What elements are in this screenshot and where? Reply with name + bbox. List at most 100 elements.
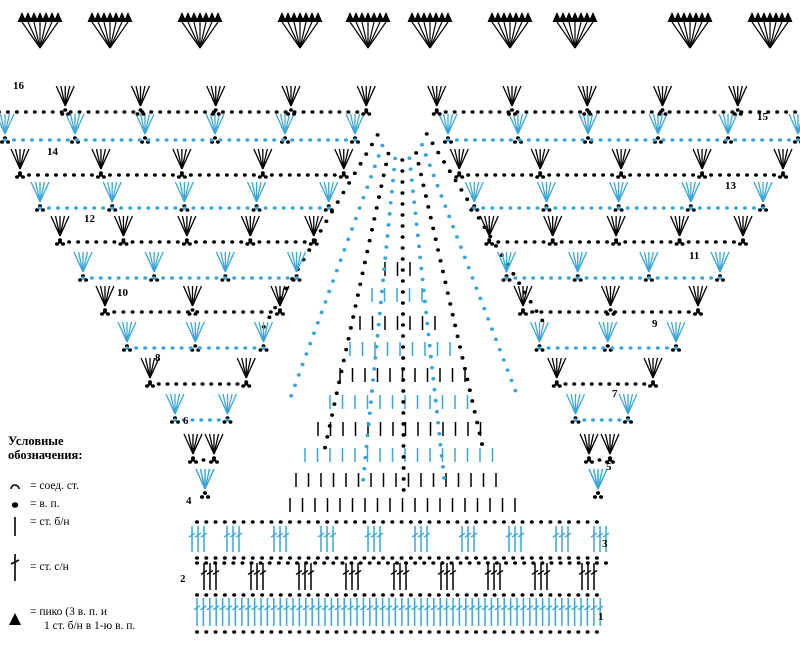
stitch-cluster [469,181,475,203]
double-crochet-bar [392,605,399,611]
chain-stitch [258,348,263,352]
chain-stitch [314,173,319,177]
stitch-cluster [447,113,458,135]
chain-stitch [560,110,565,114]
chain-stitch [294,561,299,565]
chain-stitch [143,173,148,177]
stitch-cluster [126,321,137,343]
chain-stitch [294,276,299,280]
chain-stitch [784,175,788,179]
chain-stitch [400,290,405,294]
chain-stitch [534,309,539,313]
chain-stitch [623,240,628,244]
double-crochet-bar [596,532,604,538]
double-crochet-bar [334,605,342,611]
chain-stitch [61,242,65,246]
chain-stitch [501,358,506,362]
chain-stitch [563,382,568,386]
chain-stitch [654,384,658,388]
double-crochet-bar [484,569,492,576]
chain-stitch [376,154,381,158]
chain-stitch [394,561,399,565]
stitch-cluster [135,85,142,107]
double-crochet-bar [475,605,482,611]
stitch-cluster [543,215,554,237]
chain-stitch [748,110,753,114]
chain-stitch [176,310,181,314]
chain-stitch [679,138,684,142]
chain-stitch [353,556,358,560]
stitch-cluster [511,85,518,107]
chain-stitch [179,208,184,212]
stitch-cluster [675,321,682,343]
chain-stitch [793,140,797,144]
chain-stitch [367,238,372,243]
stitch-cluster [609,433,616,455]
stitch-cluster [30,181,41,203]
stitch-cluster [577,251,583,273]
chain-stitch [532,240,537,244]
stitch-cluster [183,181,190,203]
picot [691,12,701,22]
stitch-cluster [719,251,730,273]
stitch-cluster [652,85,664,107]
stitch-cluster [195,468,206,490]
chain-stitch [611,460,615,464]
stitch-cluster [194,321,205,343]
chain-stitch [221,240,226,244]
stitch-cluster [153,251,160,273]
chain-stitch [173,206,178,210]
chain-stitch [655,276,660,280]
chain-stitch [531,561,536,565]
stitch-cluster [100,148,111,170]
chain-stitch [322,561,327,565]
chain-stitch [41,110,46,114]
chain-stitch [290,206,295,210]
chain-stitch [481,138,486,142]
fan-stitch [574,21,594,49]
chain-stitch [324,219,329,224]
chain-stitch [323,173,328,177]
picot [431,12,441,22]
chain-stitch [315,630,320,634]
slip-stitch-icon [8,480,30,494]
chain-stitch [218,206,223,210]
chain-icon [8,498,30,512]
double-crochet-bar [531,569,539,576]
chain-stitch [281,312,285,316]
chain-stitch [196,276,201,280]
chain-stitch [559,240,564,244]
chain-stitch [0,140,4,144]
chain-stitch [386,223,391,227]
chain-stitch [390,178,395,183]
chain-stitch [329,208,334,212]
stitch-cluster [174,393,185,415]
chain-stitch [629,276,634,280]
stitch-cluster [286,251,298,273]
stitch-cluster [464,181,475,203]
chain-stitch [744,242,748,246]
chain-stitch [493,173,498,177]
double-crochet-bar [577,605,585,611]
chain-stitch [529,173,534,177]
chain-stitch [250,593,255,597]
double-crochet-bar [229,532,237,538]
chain-stitch [476,216,481,220]
stitch-cluster [328,181,339,203]
stitch-cluster [214,113,225,135]
stitch-cluster [213,433,220,455]
chain-stitch [225,346,230,350]
stitch-cluster [602,321,609,343]
chain-stitch [362,260,367,265]
chain-stitch [499,138,504,142]
legend-item-picot: = пико (3 в. п. и [8,606,107,625]
stitch-cluster [597,468,608,490]
row-number-12: 12 [84,213,96,225]
chain-stitch [576,556,581,560]
chain-stitch [392,167,397,172]
chain-stitch [350,140,354,144]
double-crochet-bar [244,605,252,611]
chain-stitch [225,418,230,422]
chain-stitch [796,138,800,142]
picot [747,12,757,22]
